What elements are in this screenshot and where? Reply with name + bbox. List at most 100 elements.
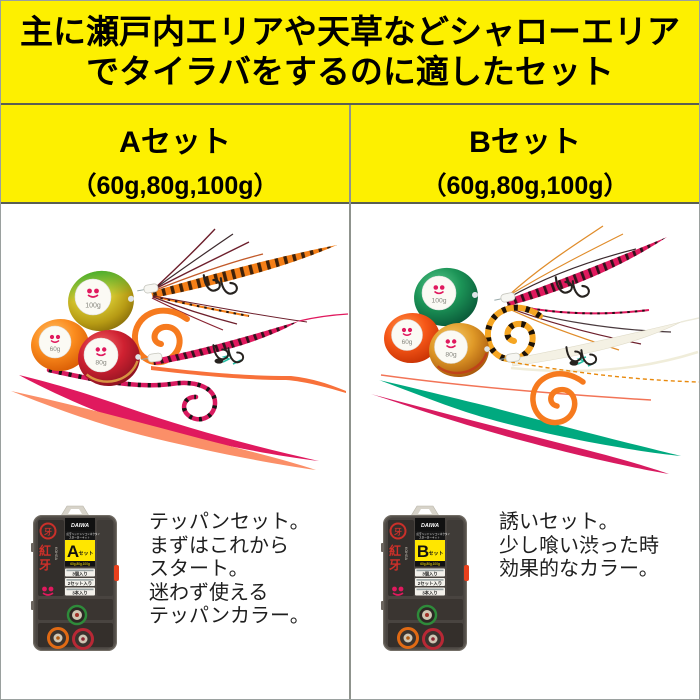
set-letter: A	[67, 542, 79, 561]
kohga-crest-icon	[39, 522, 57, 540]
desc-line: 誘いセット。	[499, 511, 619, 533]
daiwa-logo: DAIWA	[71, 523, 89, 529]
desc-line: 少し喰い渋った時	[499, 534, 659, 557]
loose-neckties	[11, 367, 319, 470]
product-label: DAIWA 紅牙ヘッドシリコンネクタイ スターターキット B セット 60g,8…	[415, 518, 450, 597]
straight-magenta-necktie	[19, 375, 319, 461]
set-b-photo: 100g 60g	[351, 204, 699, 499]
side-kanji-1: 紅	[389, 543, 401, 558]
set-b-case-image: 牙 紅 牙 KOHGA DAIWA 紅牙ヘッドシリコンネクタイ スターターキット	[381, 505, 469, 651]
set-a-column: Aセット （60g,80g,100g）	[1, 105, 349, 699]
label-weight-bar: 60g,80g,100g	[420, 562, 440, 566]
contents-tag: 3本入り	[72, 590, 88, 597]
two-column-layout: Aセット （60g,80g,100g）	[1, 105, 699, 699]
head-weight-label: 100g	[85, 303, 101, 310]
thin-coral-strand	[380, 374, 652, 401]
page-title: 主に瀬戸内エリアや天草などシャローエリア でタイラバをするのに適したセット	[1, 1, 699, 105]
hinge	[381, 543, 384, 552]
kohga-logo-mark	[87, 288, 99, 298]
column-divider	[349, 105, 351, 699]
side-kanji-2: 牙	[39, 558, 51, 572]
side-kanji-1: 紅	[39, 543, 51, 558]
head-weight-label: 80g	[95, 360, 107, 367]
set-word: セット	[428, 551, 443, 557]
kohga-logo-mark	[49, 334, 61, 343]
desc-line: スタート。	[149, 558, 249, 580]
set-a-lure-illustration: 100g 60g	[11, 228, 349, 470]
contents-tag: 3個入り	[422, 571, 438, 578]
label-weight-bar: 60g,80g,100g	[70, 562, 90, 566]
loose-neckties	[371, 371, 681, 474]
side-roman: KOHGA	[54, 547, 58, 561]
side-kanji-2: 牙	[389, 558, 401, 572]
set-b-weights: （60g,80g,100g）	[421, 172, 629, 200]
contents-tag: 2セット入り	[418, 581, 442, 587]
stored-heads	[397, 604, 444, 650]
kohga-logo-mark	[401, 327, 413, 336]
set-word: セット	[78, 551, 93, 557]
tairaba-heads: 100g 60g	[31, 270, 141, 387]
contents-tag: 3個入り	[72, 571, 88, 578]
hinge	[31, 543, 34, 552]
hook-icon	[227, 347, 245, 364]
set-a-weights: （60g,80g,100g）	[71, 172, 279, 200]
kohga-logo-mark	[95, 347, 107, 357]
head-weight-label: 60g	[50, 346, 61, 353]
set-a-footer: 牙 紅 牙 KOHGA DAIWA 紅牙ヘッドシリコンネクタイ スターターキ	[1, 499, 349, 699]
hinge	[381, 601, 384, 610]
kohga-logo-mark	[433, 285, 445, 295]
straight-green-necktie	[379, 380, 681, 456]
desc-line: まずはこれから	[149, 534, 289, 557]
straight-salmon-necktie	[11, 391, 316, 470]
set-a-case-image: 牙 紅 牙 KOHGA DAIWA 紅牙ヘッドシリコンネクタイ スターターキ	[31, 505, 119, 651]
contents-tag: 2セット入り	[68, 581, 92, 587]
contents-tag: 3本入り	[422, 590, 438, 597]
red-latch	[464, 565, 469, 581]
set-b-title: Bセット	[469, 126, 581, 159]
straight-orange-tail	[151, 366, 346, 393]
straight-magenta-necktie	[371, 394, 669, 474]
set-a-title: Aセット	[119, 126, 231, 159]
kohga-crest-icon	[389, 522, 407, 540]
daiwa-logo: DAIWA	[421, 523, 439, 529]
dotted-orange-strand	[510, 361, 699, 383]
crest-kanji: 牙	[44, 528, 52, 537]
set-b-column: Bセット （60g,80g,100g）	[351, 105, 699, 699]
set-a-header: Aセット （60g,80g,100g）	[1, 105, 349, 204]
head-weight-label: 80g	[445, 352, 457, 359]
tairaba-heads: 100g 60g	[384, 267, 490, 378]
desc-line: テッパンカラー。	[149, 605, 310, 627]
side-roman: KOHGA	[404, 547, 408, 561]
rig-pearl-tiger	[484, 304, 699, 383]
pearl-white-necktie	[510, 321, 682, 367]
set-letter: B	[417, 542, 429, 561]
crest-kanji: 牙	[394, 528, 402, 537]
kohga-logo-mark	[445, 339, 457, 349]
set-b-lure-illustration: 100g 60g	[371, 225, 699, 474]
desc-line: 迷わず使える	[149, 581, 269, 604]
product-name-line1: 紅牙ヘッドシリコンネクタイ	[67, 532, 101, 536]
head-weight-label: 60g	[402, 339, 413, 346]
set-a-description: テッパンセット。 まずはこれから スタート。 迷わず使える テッパンカラー。	[149, 503, 310, 699]
header-line2: でタイラバをするのに適したセット	[86, 53, 614, 90]
curly-orange-necktie	[530, 371, 586, 426]
product-label: DAIWA 紅牙ヘッドシリコンネクタイ スターターキット A セット 60g,8…	[65, 518, 100, 597]
head-weight-label: 100g	[431, 298, 446, 305]
set-b-header: Bセット （60g,80g,100g）	[351, 105, 699, 204]
header-line1: 主に瀬戸内エリアや天草などシャローエリア	[20, 13, 680, 51]
rig-zebra-pink	[131, 307, 349, 393]
magenta-logo-mark	[392, 586, 404, 596]
set-b-footer: 牙 紅 牙 KOHGA DAIWA 紅牙ヘッドシリコンネクタイ スターターキット	[351, 499, 699, 699]
desc-line: テッパンセット。	[149, 511, 310, 533]
set-a-photo: 100g 60g	[1, 204, 349, 499]
set-b-description: 誘いセット。 少し喰い渋った時 効果的なカラー。	[499, 503, 659, 699]
desc-line: 効果的なカラー。	[499, 558, 659, 580]
magenta-logo-mark	[42, 586, 54, 596]
product-name-line2: スターターキット	[419, 536, 440, 540]
product-name-line2: スターターキット	[69, 536, 90, 540]
red-latch	[114, 565, 119, 581]
product-name-line1: 紅牙ヘッドシリコンネクタイ	[417, 532, 451, 536]
rig-tiger-orange	[136, 228, 337, 331]
hinge	[31, 601, 34, 610]
